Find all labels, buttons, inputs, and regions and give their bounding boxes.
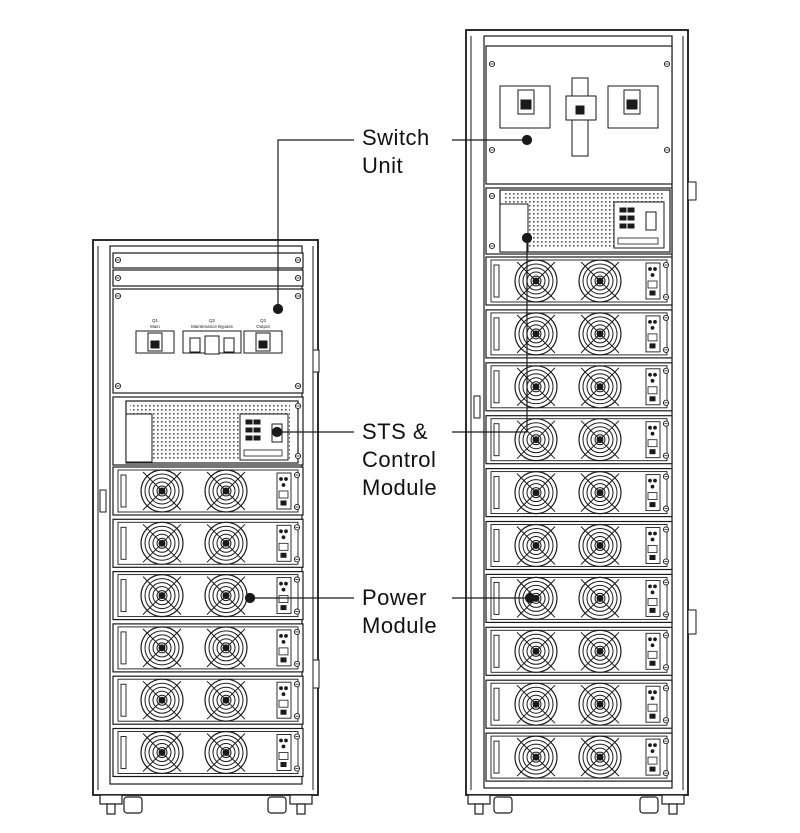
- q2-sublabel: Maintenance Bypass: [191, 324, 234, 329]
- fan-icon: [140, 469, 184, 513]
- fan-icon: [578, 682, 622, 726]
- fan-icon: [514, 418, 558, 462]
- sts-control-line1: STS &: [362, 419, 429, 444]
- large-power-module-5: [485, 468, 673, 518]
- fan-icon: [514, 682, 558, 726]
- large-power-module-3: [485, 362, 673, 412]
- fan-icon: [578, 471, 622, 515]
- fan-icon: [578, 523, 622, 568]
- large-power-module-8: [485, 626, 673, 676]
- large-power-module-10: [485, 732, 673, 782]
- q2-label: Q2: [209, 318, 216, 323]
- fan-icon: [578, 365, 622, 409]
- fan-icon: [514, 735, 558, 779]
- small-cabinet: [92, 239, 320, 815]
- switch-unit-leader-small: [277, 139, 354, 309]
- fan-icon: [204, 469, 248, 513]
- fan-icon: [204, 521, 248, 565]
- fan-icon: [140, 626, 184, 670]
- switch-unit-callout: Switch Unit: [362, 124, 430, 180]
- fan-icon: [140, 573, 184, 618]
- fan-icon: [578, 576, 622, 621]
- small-power-module-6: [112, 727, 304, 778]
- small-power-module-4: [112, 623, 304, 673]
- fan-icon: [140, 521, 184, 565]
- fan-icon: [204, 626, 248, 670]
- switch-unit-line2: Unit: [362, 153, 404, 178]
- small-power-module-1: [112, 466, 304, 516]
- fan-icon: [578, 735, 622, 779]
- q1-sublabel: Main: [150, 324, 160, 329]
- fan-icon: [514, 312, 558, 356]
- large-power-module-9: [485, 679, 673, 729]
- fan-icon: [514, 471, 558, 515]
- fan-icon: [514, 365, 558, 409]
- large-power-module-1: [485, 256, 673, 306]
- sts-control-callout: STS & Control Module: [362, 418, 437, 502]
- fan-icon: [514, 629, 558, 673]
- callout-leaders: [244, 134, 536, 604]
- sts-leader-large: [452, 238, 528, 433]
- fan-icon: [140, 678, 184, 722]
- small-power-module-2: [112, 518, 304, 568]
- large-power-module-2: [485, 309, 673, 359]
- small-power-module-5: [112, 675, 304, 725]
- fan-icon: [578, 259, 622, 303]
- fan-icon: [204, 573, 248, 618]
- power-module-callout: Power Module: [362, 584, 437, 640]
- fan-icon: [578, 629, 622, 673]
- power-module-line1: Power: [362, 585, 427, 610]
- switch-unit-line1: Switch: [362, 125, 430, 150]
- sts-control-line2: Control: [362, 447, 437, 472]
- fan-icon: [204, 678, 248, 722]
- power-module-line2: Module: [362, 613, 438, 638]
- fan-icon: [578, 418, 622, 462]
- small-power-module-3: [112, 570, 304, 621]
- large-power-module-4: [485, 415, 673, 465]
- fan-icon: [204, 730, 248, 775]
- fan-icon: [514, 259, 558, 303]
- q3-sublabel: Output: [256, 324, 270, 329]
- fan-icon: [140, 730, 184, 775]
- fan-icon: [514, 523, 558, 568]
- large-power-module-6: [485, 520, 673, 571]
- sts-control-line3: Module: [362, 475, 438, 500]
- fan-icon: [578, 312, 622, 356]
- q3-label: Q3: [260, 318, 267, 323]
- q1-label: Q1: [152, 318, 159, 323]
- large-cabinet: [465, 29, 697, 815]
